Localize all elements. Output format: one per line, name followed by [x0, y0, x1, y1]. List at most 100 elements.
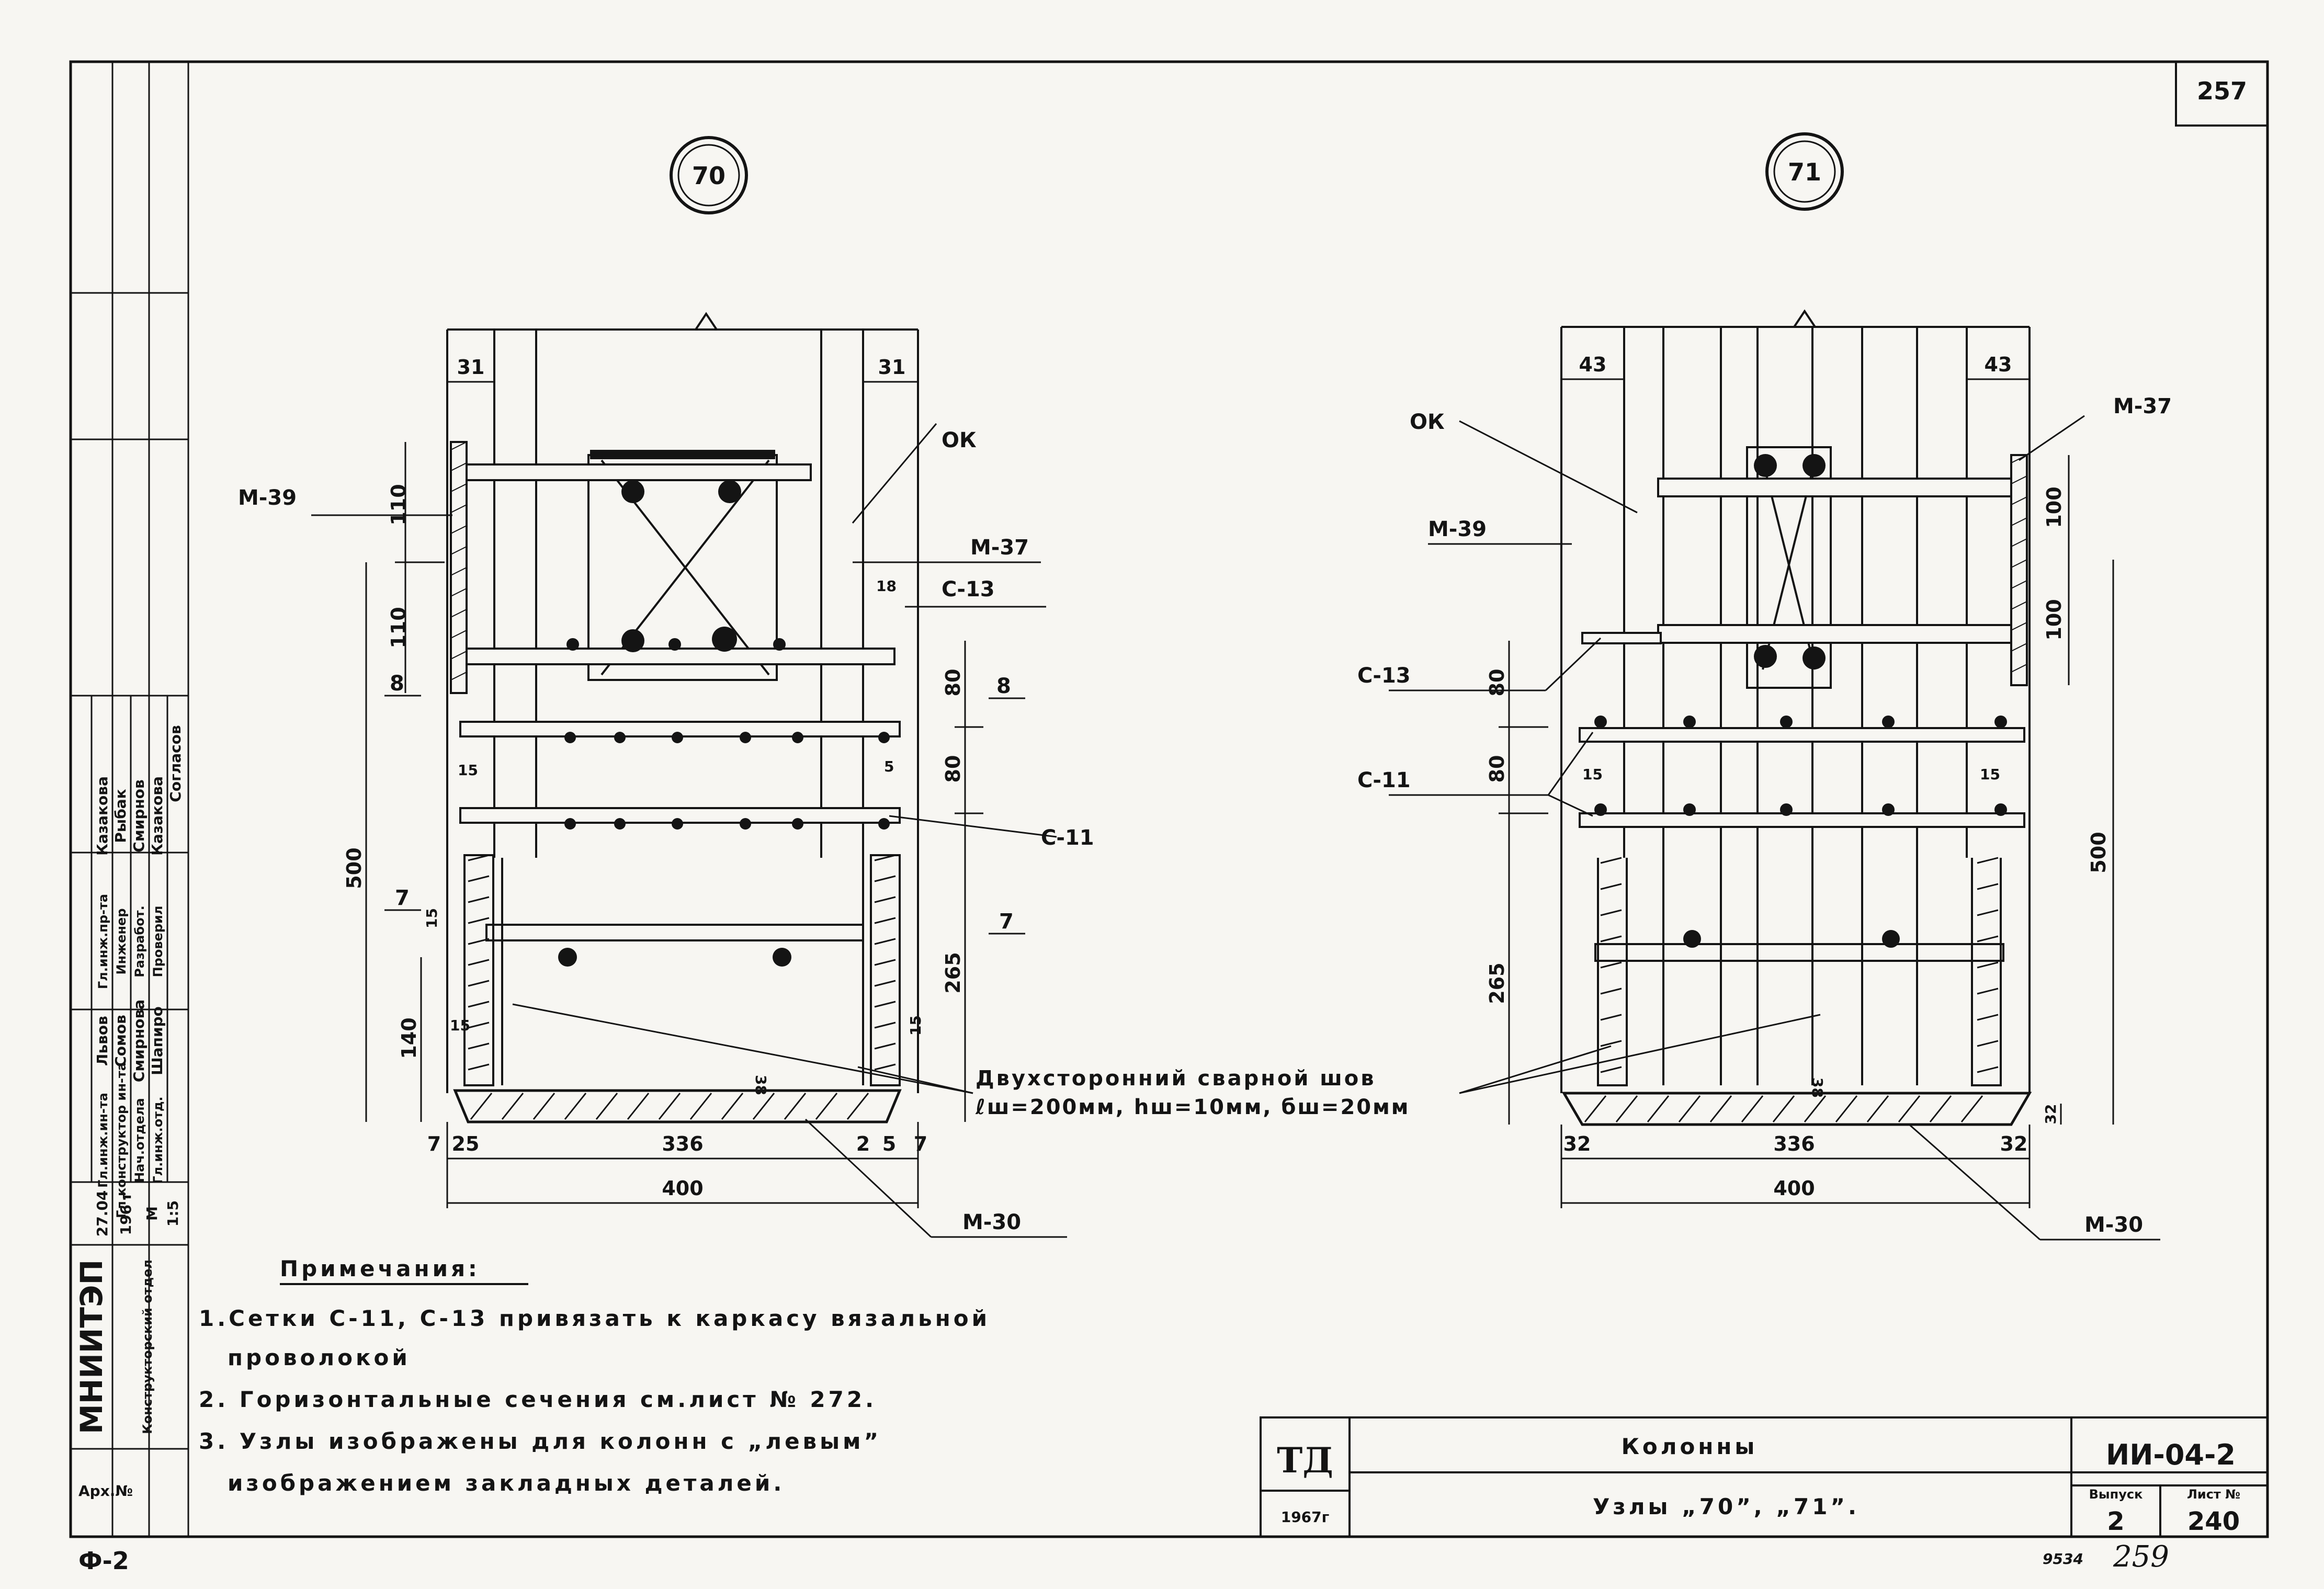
rebar-dots-70: [558, 480, 890, 967]
stamp-dept: Конструкторский отдел: [140, 1259, 155, 1434]
label-70-m30: М-30: [962, 1210, 1021, 1234]
node-71: 71: [1357, 132, 2172, 1241]
stamp-role-chief-dept: Гл.инж.отд.: [151, 1096, 165, 1184]
label-71-m37: М-37: [2113, 394, 2172, 418]
titleblock-sheet: 240: [2187, 1507, 2240, 1536]
dim-71-100-top: 100: [2043, 486, 2066, 528]
stamp-role-gip: Гл.инж.пр-та: [96, 894, 110, 989]
stamp-name-kazakova: Казакова: [94, 776, 111, 856]
rebar-dots-71: [1594, 454, 2007, 948]
dim-70-400: 400: [662, 1177, 703, 1200]
dim-71-265: 265: [1486, 962, 1509, 1004]
node-70: 70: [238, 136, 1094, 1238]
dim-70-7-left: 7: [427, 1132, 441, 1155]
stamp-role-checker: Проверил: [151, 906, 165, 978]
dim-71-500: 500: [2087, 832, 2110, 873]
dim-70-5: 5: [884, 758, 894, 775]
stamp-org: МНИИТЭП: [74, 1259, 109, 1434]
page-number: 257: [2197, 77, 2247, 105]
left-stamp: [70, 61, 189, 1538]
dim-71-43-left: 43: [1579, 353, 1607, 376]
dim-70-15a: 15: [458, 762, 478, 779]
dim-70-7-right: 7: [914, 1132, 927, 1155]
dim-71-38: 38: [1809, 1077, 1826, 1098]
stamp-role-chief-engineer: Гл.инж.ин-та: [96, 1093, 110, 1188]
section-70-7-left: 7: [395, 886, 410, 910]
label-71-ok: ОК: [1410, 410, 1445, 434]
dim-71-100-bottom: 100: [2043, 599, 2066, 640]
stamp-agreed: Согласов: [167, 725, 184, 802]
label-70-m39: М-39: [238, 486, 297, 510]
stamp-date: 27.04: [94, 1190, 111, 1237]
titleblock-subtitle: Узлы „70”, „71”.: [1593, 1494, 1860, 1519]
dim-71-80-top: 80: [1486, 669, 1509, 697]
label-71-m30: М-30: [2084, 1213, 2143, 1237]
stamp-scale-label: М: [143, 1206, 161, 1221]
angles-70: [463, 854, 901, 1086]
dim-71-80-bottom: 80: [1486, 755, 1509, 783]
note-1b: проволокой: [228, 1345, 411, 1370]
weld-leaders: [512, 1003, 1821, 1094]
section-70-7-right: 7: [999, 910, 1014, 934]
label-70-c11: С-11: [1041, 826, 1094, 850]
dim-71-32-right: 32: [2000, 1132, 2028, 1155]
titleblock-year: 1967г: [1281, 1508, 1330, 1526]
stamp-name-kazakova-2: Казакова: [149, 776, 166, 856]
dim-70-25: 25: [452, 1132, 480, 1155]
note-3b: изображением закладных деталей.: [228, 1470, 785, 1496]
title-block: [1260, 1416, 2269, 1538]
dim-lines-70: [365, 381, 983, 1208]
dim-70-15d: 15: [907, 1015, 924, 1036]
note-2: 2. Горизонтальные сечения см.лист № 272.: [199, 1387, 877, 1412]
bottom-left-code: Ф-2: [78, 1547, 129, 1575]
titleblock-code: ИИ-04-2: [2106, 1438, 2236, 1471]
weld-note-line2: ℓш=200мм, hш=10мм, бш=20мм: [975, 1095, 1410, 1119]
stamp-name-shapiro: Шапиро: [149, 1006, 166, 1075]
dim-70-500: 500: [343, 847, 366, 889]
dim-71-15-left: 15: [1582, 766, 1603, 783]
stamp-role-chief-constructor: Гл.конструктор ин-та: [114, 1062, 129, 1218]
leaders-70: [311, 423, 1067, 1238]
dim-71-15-right: 15: [1980, 766, 2000, 783]
base-plate-m30-71: [1561, 1092, 2032, 1126]
column-70-outline: [446, 312, 919, 1093]
embedded-plate-m39-70: [450, 441, 468, 694]
dim-70-80-top: 80: [942, 669, 965, 697]
titleblock-org: ТД: [1277, 1440, 1333, 1481]
page-number-box: [2175, 62, 2268, 127]
label-70-m37: М-37: [970, 536, 1029, 560]
stamp-name-somov: Сомов: [112, 1015, 129, 1067]
column-71-outline: [1560, 309, 2031, 1093]
dim-70-31-right: 31: [878, 356, 906, 379]
leaders-71: [1389, 415, 2160, 1241]
dim-70-38: 38: [752, 1075, 769, 1095]
dim-71-43-right: 43: [1985, 353, 2012, 376]
node-70-label: 70: [692, 162, 725, 190]
dim-70-2: 2: [856, 1132, 870, 1155]
dim-70-31-left: 31: [457, 356, 485, 379]
titleblock-title: Колонны: [1622, 1434, 1758, 1459]
stamp-role-developer: Разработ.: [132, 905, 147, 977]
dim-71-400: 400: [1773, 1177, 1815, 1200]
titleblock-issue: 2: [2107, 1507, 2124, 1536]
weld-note-line1: Двухсторонний сварной шов: [976, 1066, 1376, 1091]
note-3a: 3. Узлы изображены для колонн с „левым”: [199, 1428, 881, 1454]
bars-70: [459, 463, 901, 941]
titleblock-issue-label: Выпуск: [2089, 1487, 2143, 1502]
dim-71-32-edge: 32: [2042, 1104, 2059, 1125]
dim-70-15c: 15: [450, 1017, 470, 1034]
node-71-marker: [1765, 132, 1844, 211]
notes-title: Примечания:: [280, 1256, 480, 1281]
dim-71-336: 336: [1773, 1132, 1815, 1155]
bottom-right-stamp: 9534: [2043, 1550, 2083, 1568]
section-70-8-left: 8: [390, 672, 404, 696]
dim-70-15b: 15: [423, 908, 440, 928]
label-70-c13: С-13: [942, 577, 995, 601]
dim-71-32-left: 32: [1563, 1132, 1591, 1155]
stamp-name-lvov: Львов: [94, 1016, 111, 1066]
dim-70-18: 18: [876, 577, 897, 595]
stamp-name-smirnova: Смирнова: [130, 1000, 148, 1082]
dim-70-265: 265: [942, 952, 965, 993]
label-71-m39: М-39: [1428, 517, 1487, 541]
